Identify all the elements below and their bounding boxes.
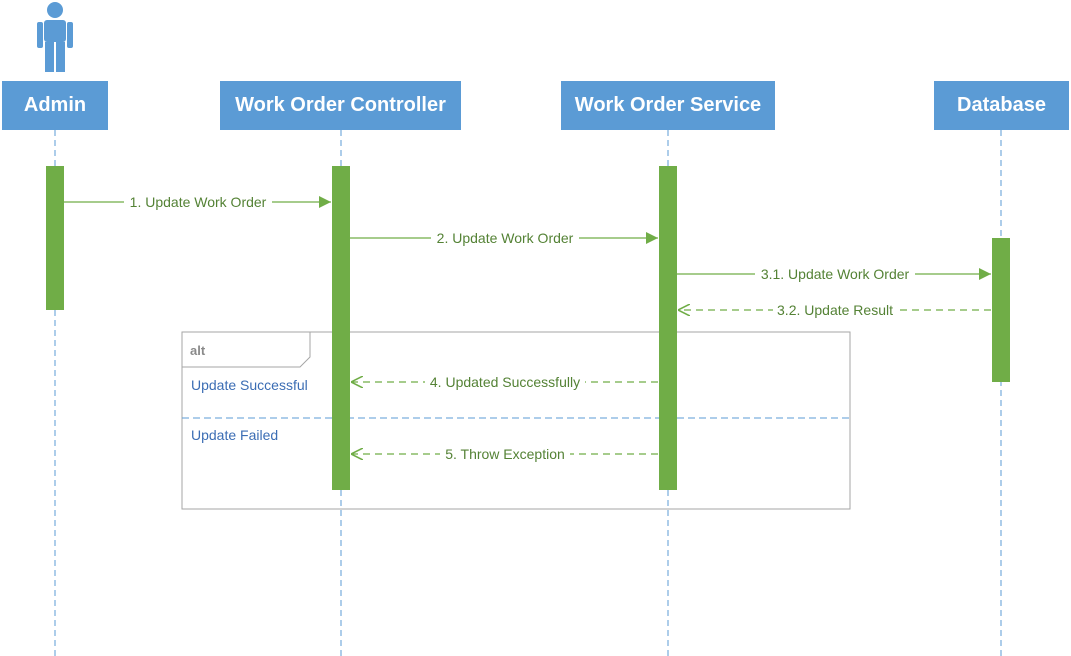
- participant-admin: Admin: [2, 81, 108, 130]
- message-4: 4. Updated Successfully: [351, 373, 658, 391]
- participant-work-order-service: Work Order Service: [561, 81, 775, 130]
- activation-service: [659, 166, 677, 490]
- guard-update-successful: Update Successful: [191, 377, 308, 393]
- participant-controller-label: Work Order Controller: [235, 94, 446, 116]
- message-3-2: 3.2. Update Result: [678, 301, 991, 319]
- message-2-label: 2. Update Work Order: [437, 230, 574, 246]
- actor-icon: [37, 2, 73, 72]
- message-1: 1. Update Work Order: [64, 193, 331, 211]
- alt-operator-label: alt: [190, 343, 206, 358]
- message-2: 2. Update Work Order: [350, 229, 658, 247]
- alt-frame: [181, 331, 851, 510]
- participant-database: Database: [934, 81, 1069, 130]
- activation-admin: [46, 166, 64, 310]
- participant-database-label: Database: [957, 94, 1046, 116]
- message-4-label: 4. Updated Successfully: [430, 374, 580, 390]
- activation-database: [992, 238, 1010, 382]
- message-1-label: 1. Update Work Order: [130, 194, 267, 210]
- participant-work-order-controller: Work Order Controller: [220, 81, 461, 130]
- message-3-1: 3.1. Update Work Order: [677, 265, 991, 283]
- message-3-2-label: 3.2. Update Result: [777, 302, 893, 318]
- participant-service-label: Work Order Service: [574, 94, 762, 116]
- message-3-1-label: 3.1. Update Work Order: [761, 266, 910, 282]
- message-5: 5. Throw Exception: [351, 445, 658, 463]
- participant-admin-label: Admin: [23, 94, 87, 116]
- activation-controller: [332, 166, 350, 490]
- guard-update-failed: Update Failed: [191, 427, 279, 443]
- message-5-label: 5. Throw Exception: [445, 446, 565, 462]
